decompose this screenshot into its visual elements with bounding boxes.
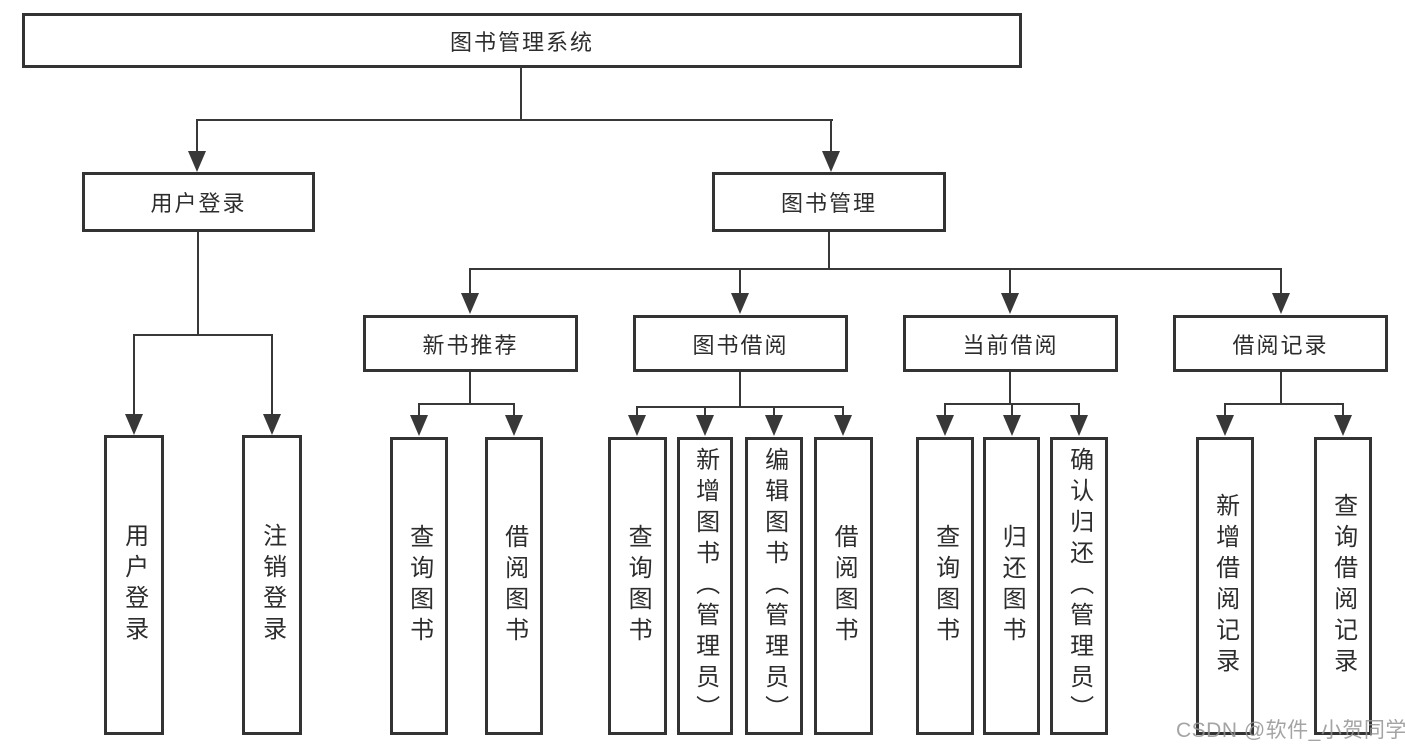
leaf-cb-query-book: 查询图书 — [916, 437, 974, 735]
leaf-bb-edit-book-label: 编辑图书（管理员） — [760, 446, 788, 726]
arrow-down-icon — [936, 415, 954, 436]
arrow-down-icon — [461, 293, 479, 314]
leaf-cb-return-book-label: 归还图书 — [998, 524, 1026, 648]
connector-drop-new-book-recommend — [469, 268, 471, 295]
node-current-borrow: 当前借阅 — [903, 315, 1118, 372]
node-borrow-record: 借阅记录 — [1173, 315, 1388, 372]
leaf-bb-add-book: 新增图书（管理员） — [677, 437, 733, 735]
leaf-cb-confirm-return: 确认归还（管理员） — [1050, 437, 1108, 735]
connector-drop-nb-query — [418, 403, 420, 417]
arrow-down-icon — [731, 293, 749, 314]
connector-drop-leaf-user-login — [133, 334, 135, 416]
connector-root-stem — [520, 67, 522, 120]
arrow-down-icon — [188, 151, 206, 172]
arrow-down-icon — [410, 415, 428, 436]
connector-drop-br-query — [1342, 403, 1344, 417]
leaf-br-query-record: 查询借阅记录 — [1314, 437, 1372, 735]
node-borrow-record-label: 借阅记录 — [1232, 332, 1329, 358]
leaf-nb-query-book-label: 查询图书 — [405, 524, 433, 648]
connector-current-borrow-stem — [1009, 372, 1011, 405]
arrow-down-icon — [263, 414, 281, 435]
arrow-down-icon — [505, 415, 523, 436]
node-new-book-recommend: 新书推荐 — [363, 315, 578, 372]
connector-drop-user-login — [196, 119, 198, 152]
node-current-borrow-label: 当前借阅 — [962, 332, 1059, 358]
connector-book-borrow-stem — [739, 372, 741, 408]
arrow-down-icon — [765, 415, 783, 436]
arrow-down-icon — [125, 414, 143, 435]
leaf-bb-borrow-book: 借阅图书 — [814, 437, 873, 735]
connector-user-login-hbar — [133, 334, 273, 336]
leaf-br-add-record-label: 新增借阅记录 — [1211, 493, 1239, 679]
connector-drop-book-management — [830, 119, 832, 152]
node-book-borrow: 图书借阅 — [633, 315, 848, 372]
leaf-nb-query-book: 查询图书 — [390, 437, 448, 735]
leaf-nb-borrow-book: 借阅图书 — [485, 437, 543, 735]
node-new-book-recommend-label: 新书推荐 — [422, 332, 519, 358]
connector-borrow-record-stem — [1280, 372, 1282, 405]
connector-drop-borrow-record — [1280, 268, 1282, 295]
arrow-down-icon — [1070, 415, 1088, 436]
leaf-bb-borrow-book-label: 借阅图书 — [830, 524, 858, 648]
connector-drop-bb-add — [704, 406, 706, 417]
connector-drop-br-add — [1224, 403, 1226, 417]
connector-borrow-record-hbar — [1224, 403, 1344, 405]
leaf-user-login: 用户登录 — [104, 435, 164, 735]
arrow-down-icon — [822, 151, 840, 172]
node-book-management-label: 图书管理 — [780, 191, 877, 216]
arrow-down-icon — [1001, 293, 1019, 314]
arrow-down-icon — [628, 415, 646, 436]
arrow-down-icon — [1216, 415, 1234, 436]
leaf-nb-borrow-book-label: 借阅图书 — [500, 524, 528, 648]
connector-book-management-stem — [828, 232, 830, 270]
connector-drop-bb-edit — [773, 406, 775, 417]
arrow-down-icon — [1334, 415, 1352, 436]
connector-root-hbar — [196, 119, 833, 121]
connector-drop-bb-borrow — [842, 406, 844, 417]
node-user-login: 用户登录 — [82, 172, 315, 232]
connector-new-book-recommend-hbar — [418, 403, 515, 405]
connector-book-management-hbar — [469, 268, 1282, 270]
connector-user-login-stem — [197, 232, 199, 336]
leaf-br-query-record-label: 查询借阅记录 — [1329, 493, 1357, 679]
node-root-label: 图书管理系统 — [449, 29, 594, 55]
connector-drop-cb-return — [1011, 403, 1013, 417]
leaf-bb-query-book: 查询图书 — [608, 437, 667, 735]
leaf-cb-return-book: 归还图书 — [983, 437, 1040, 735]
leaf-logout: 注销登录 — [242, 435, 302, 735]
leaf-bb-add-book-label: 新增图书（管理员） — [691, 446, 719, 726]
leaf-bb-query-book-label: 查询图书 — [624, 524, 652, 648]
csdn-watermark: CSDN @软件_小贺同学 — [1176, 719, 1405, 742]
leaf-bb-edit-book: 编辑图书（管理员） — [745, 437, 803, 735]
node-book-management: 图书管理 — [712, 172, 946, 232]
leaf-logout-label: 注销登录 — [258, 523, 286, 647]
connector-drop-book-borrow — [739, 268, 741, 295]
arrow-down-icon — [1003, 415, 1021, 436]
arrow-down-icon — [834, 415, 852, 436]
connector-drop-nb-borrow — [513, 403, 515, 417]
node-root: 图书管理系统 — [22, 13, 1022, 68]
connector-drop-cb-query — [944, 403, 946, 417]
arrow-down-icon — [1272, 293, 1290, 314]
leaf-cb-confirm-return-label: 确认归还（管理员） — [1065, 446, 1093, 726]
connector-book-borrow-hbar — [636, 406, 844, 408]
leaf-user-login-label: 用户登录 — [120, 523, 148, 647]
connector-drop-current-borrow — [1009, 268, 1011, 295]
leaf-br-add-record: 新增借阅记录 — [1196, 437, 1254, 735]
node-user-login-label: 用户登录 — [150, 191, 247, 216]
connector-drop-cb-confirm — [1078, 403, 1080, 417]
connector-drop-leaf-logout — [271, 334, 273, 416]
connector-new-book-recommend-stem — [469, 372, 471, 405]
leaf-cb-query-book-label: 查询图书 — [931, 524, 959, 648]
node-book-borrow-label: 图书借阅 — [692, 332, 789, 358]
arrow-down-icon — [696, 415, 714, 436]
connector-drop-bb-query — [636, 406, 638, 417]
